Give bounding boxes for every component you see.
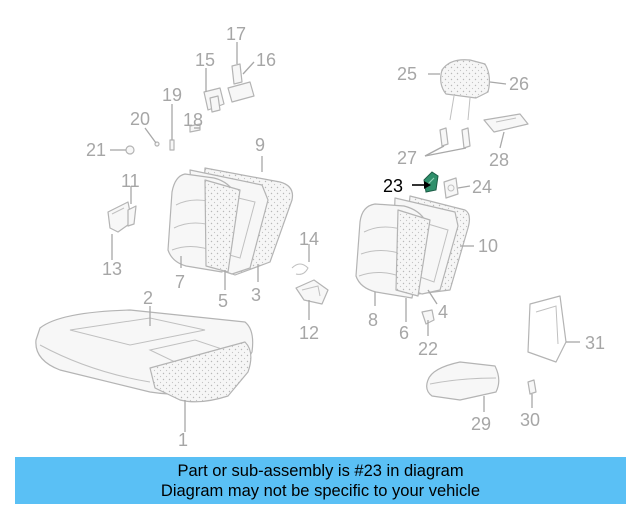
part-28 <box>483 113 529 133</box>
callout-11: 11 <box>121 171 140 191</box>
callout-25: 25 <box>397 64 417 84</box>
seat-cushion <box>35 309 254 403</box>
part-24 <box>443 177 459 199</box>
seatback-left <box>167 167 294 276</box>
panel-31 <box>527 295 567 363</box>
callout-13: 13 <box>102 259 122 279</box>
clip-22 <box>421 309 435 325</box>
callout-28: 28 <box>489 150 509 170</box>
callout-5: 5 <box>218 291 228 311</box>
callout-14: 14 <box>299 229 319 249</box>
banner-line-part: Part or sub-assembly is #23 in diagram <box>177 461 464 480</box>
callout-16: 16 <box>256 50 276 70</box>
callout-12: 12 <box>299 323 319 343</box>
callout-7: 7 <box>175 272 185 292</box>
callout-23: 23 <box>383 176 403 196</box>
callout-31: 31 <box>585 333 605 353</box>
banner-line-disclaimer: Diagram may not be specific to your vehi… <box>160 481 481 500</box>
parts-diagram: 1 2 3 4 5 6 7 8 9 10 11 12 13 14 15 16 1… <box>35 24 605 450</box>
info-banner: Part or sub-assembly is #23 in diagram D… <box>15 457 626 504</box>
callout-21: 21 <box>86 140 106 160</box>
callout-2: 2 <box>143 288 153 308</box>
callout-26: 26 <box>509 74 529 94</box>
seatback-right <box>355 195 471 299</box>
callout-29: 29 <box>471 414 491 434</box>
guides-15-18 <box>189 63 255 133</box>
callout-10: 10 <box>478 236 498 256</box>
callout-6: 6 <box>399 323 409 343</box>
callout-3: 3 <box>251 285 261 305</box>
part-23-highlighted <box>423 171 439 193</box>
callout-15: 15 <box>195 50 215 70</box>
callout-19: 19 <box>162 85 182 105</box>
leader-lines <box>110 42 580 432</box>
callout-27: 27 <box>397 148 417 168</box>
part-30 <box>527 379 537 395</box>
callout-22: 22 <box>418 339 438 359</box>
callout-4: 4 <box>438 302 448 322</box>
callout-30: 30 <box>520 410 540 430</box>
callout-8: 8 <box>368 310 378 330</box>
callout-24: 24 <box>472 177 492 197</box>
callout-17: 17 <box>226 24 246 44</box>
arrowhead-icon <box>424 181 431 189</box>
fasteners-19-21 <box>125 139 175 155</box>
callout-9: 9 <box>255 135 265 155</box>
bracket-11-13 <box>107 201 137 233</box>
armrest-pad <box>426 361 500 401</box>
callout-20: 20 <box>130 109 150 129</box>
latch-12-14 <box>291 263 329 305</box>
callout-numbers: 1 2 3 4 5 6 7 8 9 10 11 12 13 14 15 16 1… <box>86 24 605 450</box>
callout-18: 18 <box>183 110 203 130</box>
callout-1: 1 <box>178 430 188 450</box>
headrest <box>439 59 491 149</box>
